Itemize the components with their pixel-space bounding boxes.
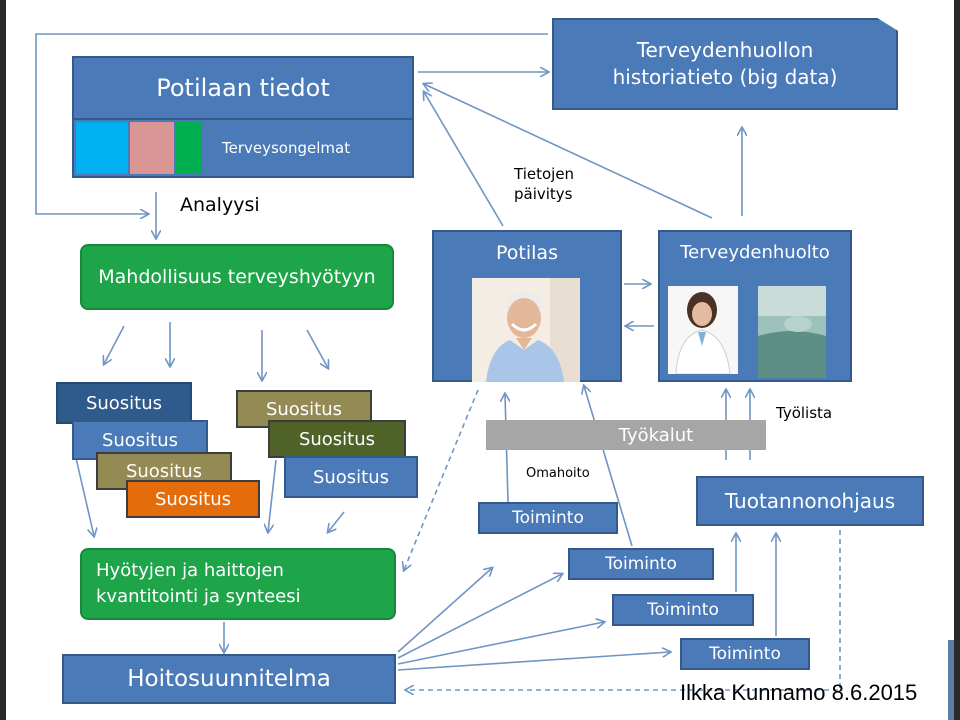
production-control-label: Tuotannonohjaus <box>724 489 896 513</box>
health-problems-box: Terveysongelmat <box>72 118 414 178</box>
healthcare-label: Terveydenhuolto <box>680 242 830 263</box>
patient-photo <box>472 278 580 382</box>
health-problems-label: Terveysongelmat <box>222 139 351 157</box>
recommendation-label: Suositus <box>312 466 390 488</box>
doctor-icon <box>668 286 738 374</box>
action-box-3: Toiminto <box>612 594 754 626</box>
action-label: Toiminto <box>512 508 584 528</box>
left-border <box>0 0 6 720</box>
cyan-swatch <box>76 122 128 174</box>
healthcare-box: Terveydenhuolto <box>658 230 852 382</box>
recommendation-label: Suositus <box>85 392 163 414</box>
recommendation-label: Suositus <box>101 429 179 451</box>
data-update-label: Tietojen päivitys <box>514 165 575 203</box>
loop-arrow <box>35 33 548 214</box>
pink-swatch <box>130 122 174 174</box>
care-plan-box: Hoitosuunnitelma <box>62 654 396 704</box>
action-label: Toiminto <box>605 554 677 574</box>
doctor-photo <box>668 286 738 374</box>
opportunity-box: Mahdollisuus terveyshyötyyn <box>80 244 394 310</box>
surgery-icon <box>758 286 826 378</box>
action-box-1: Toiminto <box>478 502 618 534</box>
recommendation-label: Suositus <box>265 398 343 420</box>
health-history-box: Terveydenhuollon historiatieto (big data… <box>552 18 898 110</box>
elderly-man-icon <box>472 278 580 382</box>
opportunity-label: Mahdollisuus terveyshyötyyn <box>98 266 376 288</box>
action-label: Toiminto <box>709 644 781 664</box>
right-border <box>954 0 960 720</box>
author-credit: Ilkka Kunnamo 8.6.2015 <box>680 680 918 705</box>
synthesis-box: Hyötyjen ja haittojen kvantitointi ja sy… <box>80 548 396 620</box>
right-edge-accent <box>948 640 954 720</box>
patient-box: Potilas <box>432 230 622 382</box>
patient-label: Potilas <box>496 242 558 264</box>
green-swatch <box>176 122 202 174</box>
action-box-4: Toiminto <box>680 638 810 670</box>
tools-label: Työkalut <box>618 424 694 446</box>
worklist-label: Työlista <box>776 404 833 422</box>
recommendation-box-6: Suositus <box>268 420 406 458</box>
production-control-box: Tuotannonohjaus <box>696 476 924 526</box>
recommendation-label: Suositus <box>298 428 376 450</box>
analysis-label: Analyysi <box>180 194 260 216</box>
health-history-label: Terveydenhuollon historiatieto (big data… <box>612 38 838 89</box>
action-box-2: Toiminto <box>568 548 714 580</box>
recommendation-box-1: Suositus <box>56 382 192 424</box>
surgery-photo <box>758 286 826 378</box>
patient-data-title: Potilaan tiedot <box>156 74 330 102</box>
recommendation-box-4: Suositus <box>126 480 260 518</box>
action-label: Toiminto <box>647 600 719 620</box>
recommendation-label: Suositus <box>125 460 203 482</box>
recommendation-label: Suositus <box>154 488 232 510</box>
self-care-label: Omahoito <box>526 466 590 481</box>
synthesis-label: Hyötyjen ja haittojen kvantitointi ja sy… <box>96 560 301 607</box>
tools-bar: Työkalut <box>486 420 766 450</box>
patient-data-box: Potilaan tiedot <box>72 56 414 120</box>
recommendation-box-7: Suositus <box>284 456 418 498</box>
care-plan-label: Hoitosuunnitelma <box>127 666 331 692</box>
